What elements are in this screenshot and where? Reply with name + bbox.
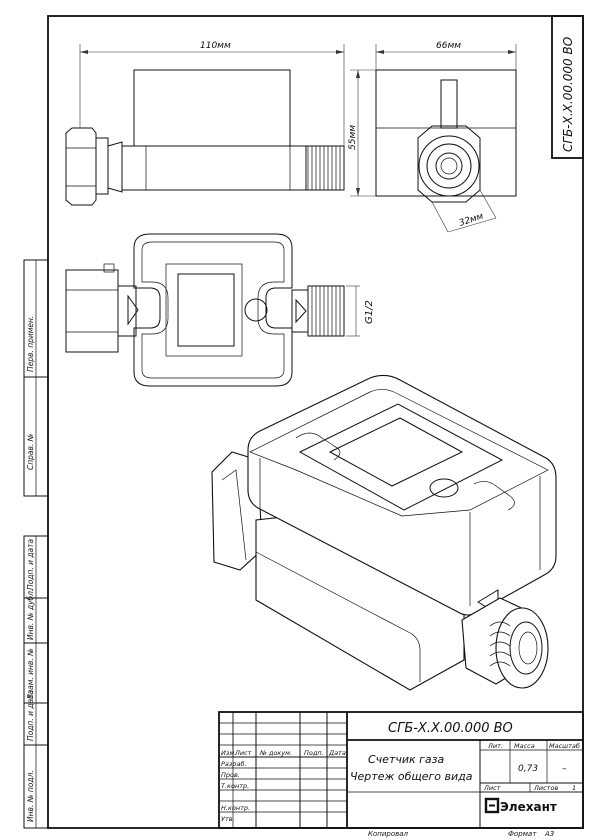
company-logo: Элехант xyxy=(484,797,557,814)
label-massa: Масса xyxy=(514,742,535,750)
label-format: Формат xyxy=(508,830,537,838)
dim-width: 66мм xyxy=(436,41,461,51)
drawing-code-vertical: СГБ-Х.Х.00.000 ВО xyxy=(561,37,575,152)
title-line2: Чертеж общего вида xyxy=(350,770,473,783)
vertical-code-box: СГБ-Х.Х.00.000 ВО xyxy=(551,15,584,159)
title-block: СГБ-Х.Х.00.000 ВО Счетчик газа Чертеж об… xyxy=(218,711,584,838)
dim-height: 55мм xyxy=(348,125,358,150)
label-list: Лист xyxy=(234,749,252,757)
side-stamp-block: Перв. примен. Справ. № Подп. и дата Инв.… xyxy=(23,259,49,829)
side-vzam-inv: Взам. инв. № xyxy=(26,648,35,699)
title-line1: Счетчик газа xyxy=(368,753,445,766)
label-kopiroval: Копировал xyxy=(368,830,409,838)
side-perv-primen: Перв. примен. xyxy=(26,316,35,372)
label-lit: Лит. xyxy=(487,742,503,750)
dim-thread: G1/2 xyxy=(364,300,375,324)
label-prov: Пров. xyxy=(221,771,240,779)
side-sprav-no: Справ. № xyxy=(26,433,35,470)
label-podp: Подп. xyxy=(304,749,324,757)
drawing-code: СГБ-Х.Х.00.000 ВО xyxy=(388,721,513,736)
label-data: Дата xyxy=(328,749,346,757)
label-tkontr: Т.контр. xyxy=(221,782,249,790)
isometric-view xyxy=(211,374,557,691)
label-listov: Листов xyxy=(533,784,558,792)
mass-value: 0,73 xyxy=(518,764,538,774)
sheet-count: 1 xyxy=(572,784,576,792)
label-n-dokum: № докум. xyxy=(259,749,292,757)
side-inv-podl: Инв. № подл. xyxy=(26,770,35,822)
label-izm: Изм. xyxy=(221,749,236,757)
side-inv-dubl: Инв. № дубл. xyxy=(26,589,35,640)
side-view: 66мм 55мм 32мм xyxy=(348,41,517,233)
dim-length: 110мм xyxy=(200,41,231,51)
format-value: А3 xyxy=(544,830,554,838)
label-razrab: Разраб. xyxy=(221,760,247,768)
company-name: Элехант xyxy=(500,800,557,814)
label-utv: Утв. xyxy=(221,815,235,823)
dim-hex: 32мм xyxy=(458,212,485,229)
label-nkontr: Н.контр. xyxy=(221,804,250,812)
scale-value: – xyxy=(562,764,567,774)
top-view: G1/2 xyxy=(65,233,375,387)
front-view: 110мм xyxy=(65,41,345,206)
side-podp-data-2: Подп. и дата xyxy=(26,690,35,741)
label-masshtab: Масштаб xyxy=(549,742,580,750)
side-podp-data-1: Подп. и дата xyxy=(26,539,35,590)
label-list-2: Лист xyxy=(483,784,501,792)
